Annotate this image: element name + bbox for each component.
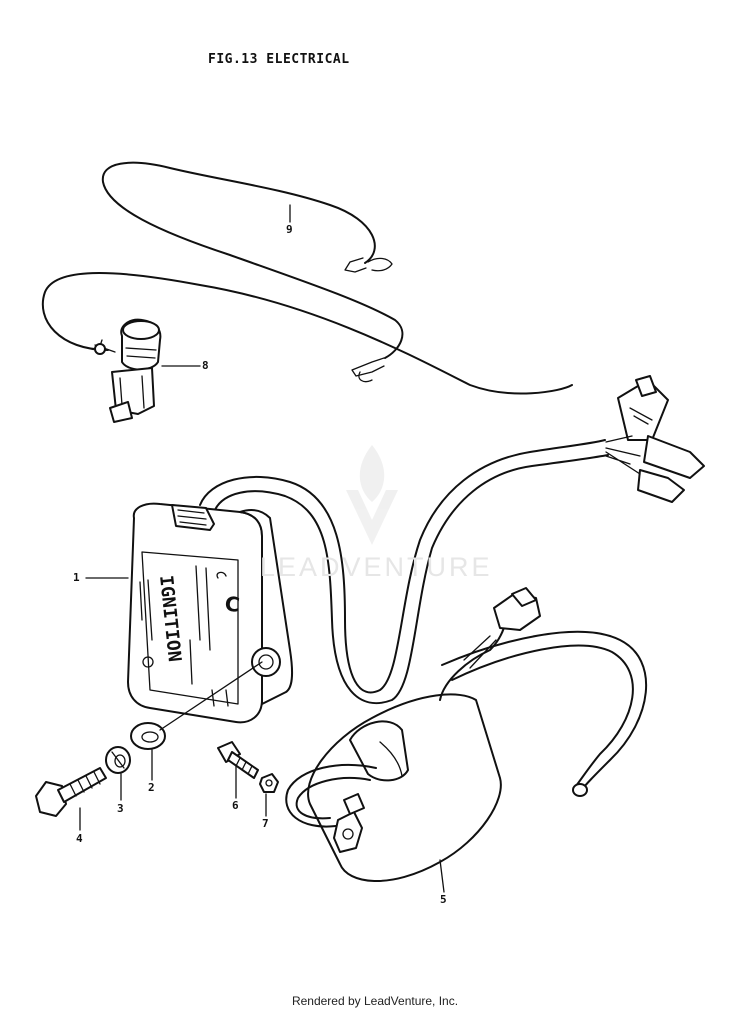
callout-7: 7 xyxy=(262,817,269,830)
callout-4: 4 xyxy=(76,832,83,845)
callout-1: 1 xyxy=(73,571,80,584)
diagram-title: FIG.13 ELECTRICAL xyxy=(208,52,350,67)
washer-part-2[interactable] xyxy=(130,661,263,750)
callout-leader-lines xyxy=(79,204,445,893)
callout-6: 6 xyxy=(232,799,239,812)
ground-wire-part-9[interactable] xyxy=(101,161,404,383)
callout-3: 3 xyxy=(117,802,124,815)
ignition-module-part-1[interactable] xyxy=(127,375,705,724)
nut-part-7[interactable] xyxy=(259,773,279,793)
ignition-coil-part-5[interactable] xyxy=(285,587,648,882)
module-side-letter: C xyxy=(223,591,241,617)
bolt-part-4[interactable] xyxy=(35,767,107,817)
watermark-text: LEADVENTURE xyxy=(260,552,493,582)
callout-8: 8 xyxy=(202,359,209,372)
callout-5: 5 xyxy=(440,893,447,906)
leadventure-watermark-logo xyxy=(346,445,398,545)
callout-9: 9 xyxy=(286,223,293,236)
screw-part-6[interactable] xyxy=(217,741,259,779)
module-fine-print xyxy=(139,565,211,685)
footer-credit: Rendered by LeadVenture, Inc. xyxy=(291,994,459,1008)
callout-2: 2 xyxy=(148,781,155,794)
lock-washer-part-3[interactable] xyxy=(105,746,131,774)
stop-switch-part-8[interactable] xyxy=(41,272,573,423)
